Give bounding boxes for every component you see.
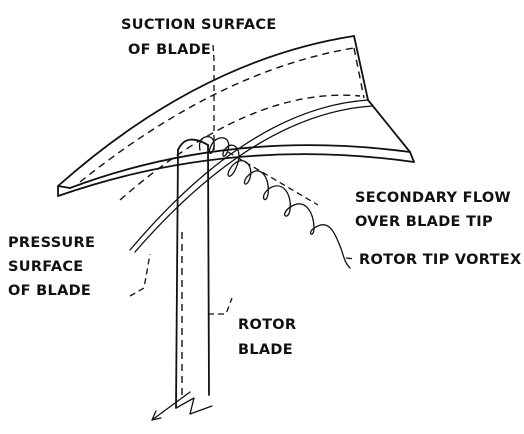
leader-pressure	[129, 253, 151, 297]
plate-mid-line	[129, 99, 369, 251]
label-suction-line1: SUCTION SURFACE	[121, 17, 277, 33]
plate-front-top-edge	[69, 144, 411, 189]
leader-lines	[129, 44, 357, 315]
plate-left-end	[57, 185, 71, 197]
plate-hidden-mid	[119, 94, 361, 201]
blade-right-edge	[207, 144, 210, 396]
label-pressure-line2: SURFACE	[8, 259, 84, 275]
leader-secondary-flow	[227, 151, 319, 206]
blade-top-cap	[177, 138, 209, 151]
plate-mid-line-lower	[134, 105, 373, 253]
plate-top-far-edge	[57, 35, 355, 187]
label-pressure-line3: OF BLADE	[8, 283, 91, 299]
label-pressure-line1: PRESSURE	[8, 235, 95, 251]
plate-hidden-top	[79, 47, 355, 183]
label-rotor-line2: BLADE	[238, 342, 293, 358]
label-secondary-line1: SECONDARY FLOW	[355, 190, 511, 206]
label-vortex: ROTOR TIP VORTEX	[359, 252, 521, 268]
plate-right-end	[353, 35, 415, 163]
label-suction-line2: OF BLADE	[128, 42, 211, 58]
blade-break-line	[175, 397, 213, 415]
tip-vortex-spiral	[198, 136, 351, 269]
label-secondary-line2: OVER BLADE TIP	[355, 214, 493, 230]
vortex-coils	[198, 136, 351, 269]
rotor-blade-body	[175, 138, 213, 415]
leader-suction	[212, 44, 215, 150]
plate-hidden-right	[353, 47, 365, 99]
leader-rotor	[208, 297, 233, 315]
blade-left-edge	[175, 149, 179, 409]
leader-vortex	[345, 257, 357, 260]
plate-front-bottom-edge	[57, 153, 415, 197]
rotation-arrow-icon	[151, 391, 191, 421]
blade-tip-plate	[57, 35, 415, 253]
label-rotor-line1: ROTOR	[238, 317, 296, 333]
